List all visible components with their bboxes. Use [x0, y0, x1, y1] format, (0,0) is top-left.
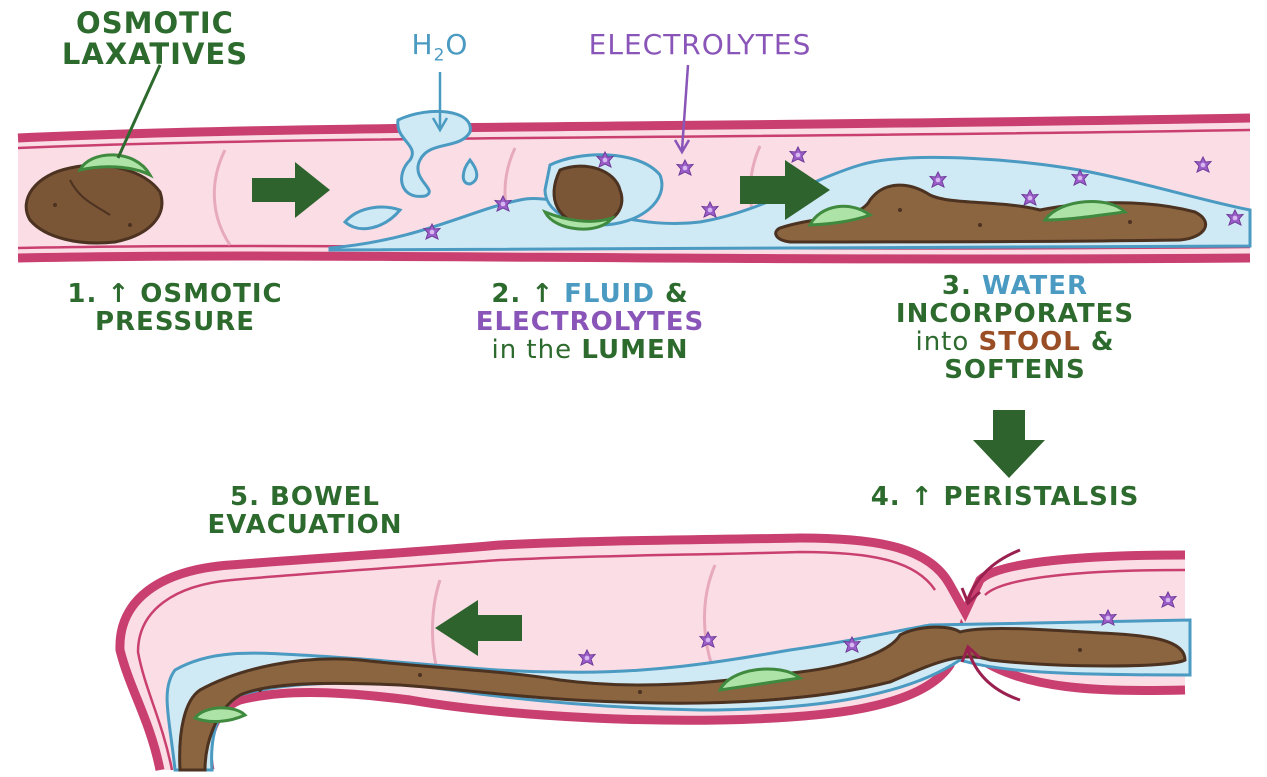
step-5-label: 5. BOWEL EVACUATION	[170, 483, 440, 539]
step-3-softens: SOFTENS	[855, 356, 1175, 384]
step-2-fluid: FLUID	[564, 279, 655, 309]
step-2-amp: &	[655, 279, 689, 309]
electrolytes-label: ELECTROLYTES	[520, 30, 880, 60]
h2o-h: H	[412, 28, 434, 61]
step-3-incorporates: INCORPORATES	[855, 300, 1175, 328]
step-2-label: 2. ↑ FLUID & ELECTROLYTES in the LUMEN	[420, 280, 760, 364]
step-3-num: 3.	[942, 271, 982, 301]
step-3-label: 3. WATER INCORPORATES into STOOL & SOFTE…	[855, 272, 1175, 384]
step-1-line2: PRESSURE	[40, 308, 310, 336]
lower-intestine	[120, 538, 1190, 770]
title-line2: LAXATIVES	[30, 39, 280, 70]
title-osmotic-laxatives: OSMOTIC LAXATIVES	[30, 8, 280, 71]
step-2-in-the: in the	[491, 335, 581, 365]
step-3-amp: &	[1081, 327, 1115, 357]
step-2-prefix: 2. ↑	[491, 279, 564, 309]
step-3-stool: STOOL	[979, 327, 1081, 357]
step-5-line2: EVACUATION	[170, 511, 440, 539]
step-3-into: into	[915, 327, 978, 357]
step-1-line1: 1. ↑ OSMOTIC	[40, 280, 310, 308]
h2o-o: O	[445, 28, 468, 61]
step-2-electrolytes: ELECTROLYTES	[420, 308, 760, 336]
step-2-line1: 2. ↑ FLUID &	[420, 280, 760, 308]
down-arrow-icon	[973, 410, 1045, 478]
step-5-line1: 5. BOWEL	[170, 483, 440, 511]
step-2-lumen: LUMEN	[581, 335, 688, 365]
step-3-line1: 3. WATER	[855, 272, 1175, 300]
step-2-line3: in the LUMEN	[420, 336, 760, 364]
step-1-label: 1. ↑ OSMOTIC PRESSURE	[40, 280, 310, 336]
step-4-label: 4. ↑ PERISTALSIS	[840, 483, 1170, 511]
step-3-line3: into STOOL &	[855, 328, 1175, 356]
h2o-label: H2O	[380, 30, 500, 65]
title-line1: OSMOTIC	[30, 8, 280, 39]
h2o-sub: 2	[434, 46, 446, 66]
step-3-water: WATER	[982, 271, 1088, 301]
